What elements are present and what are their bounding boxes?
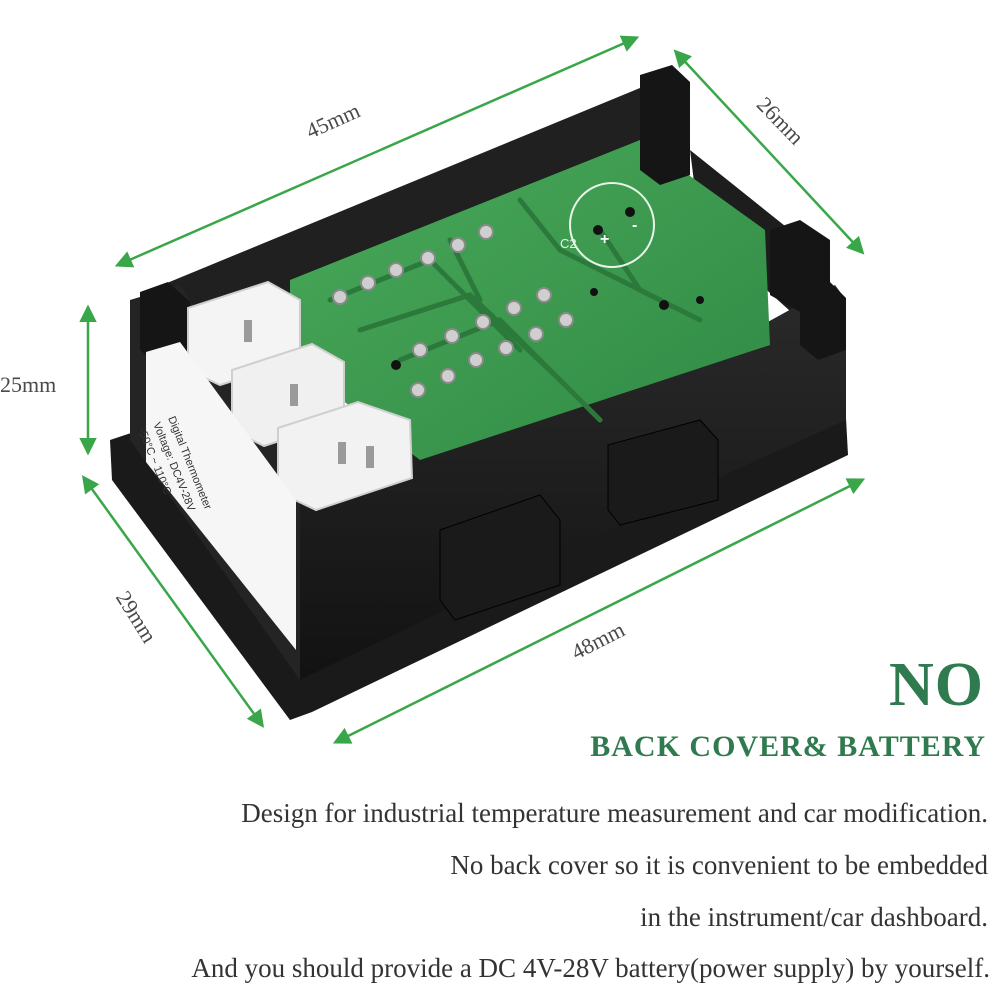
white-connectors	[187, 280, 414, 512]
dim-label-25mm: 25mm	[0, 372, 57, 397]
mounting-clip-left	[439, 494, 561, 621]
description-line-4: And you should provide a DC 4V-28V batte…	[191, 953, 990, 983]
description-line-3: in the instrument/car dashboard.	[640, 902, 988, 932]
solder-pads	[332, 224, 574, 398]
corner-post-back-right	[640, 65, 690, 185]
description-line-2: No back cover so it is convenient to be …	[450, 850, 988, 880]
side-label	[146, 342, 296, 650]
headline-subtitle: BACK COVER& BATTERY	[590, 730, 986, 763]
dim-arrow-45	[114, 35, 640, 268]
pcb-board	[290, 140, 770, 460]
dim-arrow-26	[673, 49, 865, 255]
dim-arrow-29	[81, 475, 265, 728]
plus-label: +	[600, 231, 609, 248]
corner-post-front-right	[800, 280, 846, 360]
headline-title: NO	[889, 651, 984, 719]
minus-label: -	[632, 217, 637, 234]
housing-front-face	[298, 285, 846, 680]
dim-arrow-48	[332, 478, 866, 744]
via-holes	[391, 207, 704, 370]
mounting-clip-right	[607, 419, 719, 526]
description-line-1: Design for industrial temperature measur…	[241, 798, 988, 828]
capacitor-outline	[569, 182, 655, 268]
housing-back-wall	[150, 88, 690, 340]
capacitor-label: C2	[560, 236, 577, 251]
